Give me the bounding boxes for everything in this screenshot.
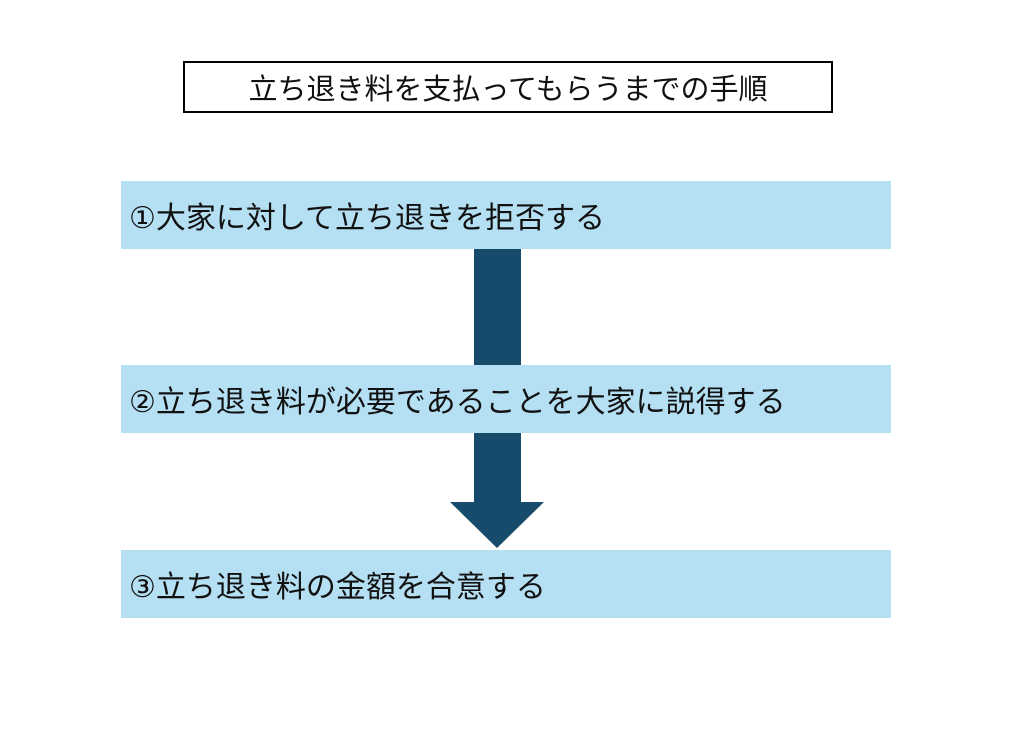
step-3-label: ③立ち退き料の金額を合意する [129,570,546,605]
step-2-label: ②立ち退き料が必要であることを大家に説得する [129,385,786,420]
step-3: ③立ち退き料の金額を合意する [121,550,891,618]
step-2: ②立ち退き料が必要であることを大家に説得する [121,365,891,433]
step-1-label: ①大家に対して立ち退きを拒否する [129,201,605,236]
step-1: ①大家に対して立ち退きを拒否する [121,181,891,249]
diagram-title: 立ち退き料を支払ってもらうまでの手順 [183,61,833,113]
